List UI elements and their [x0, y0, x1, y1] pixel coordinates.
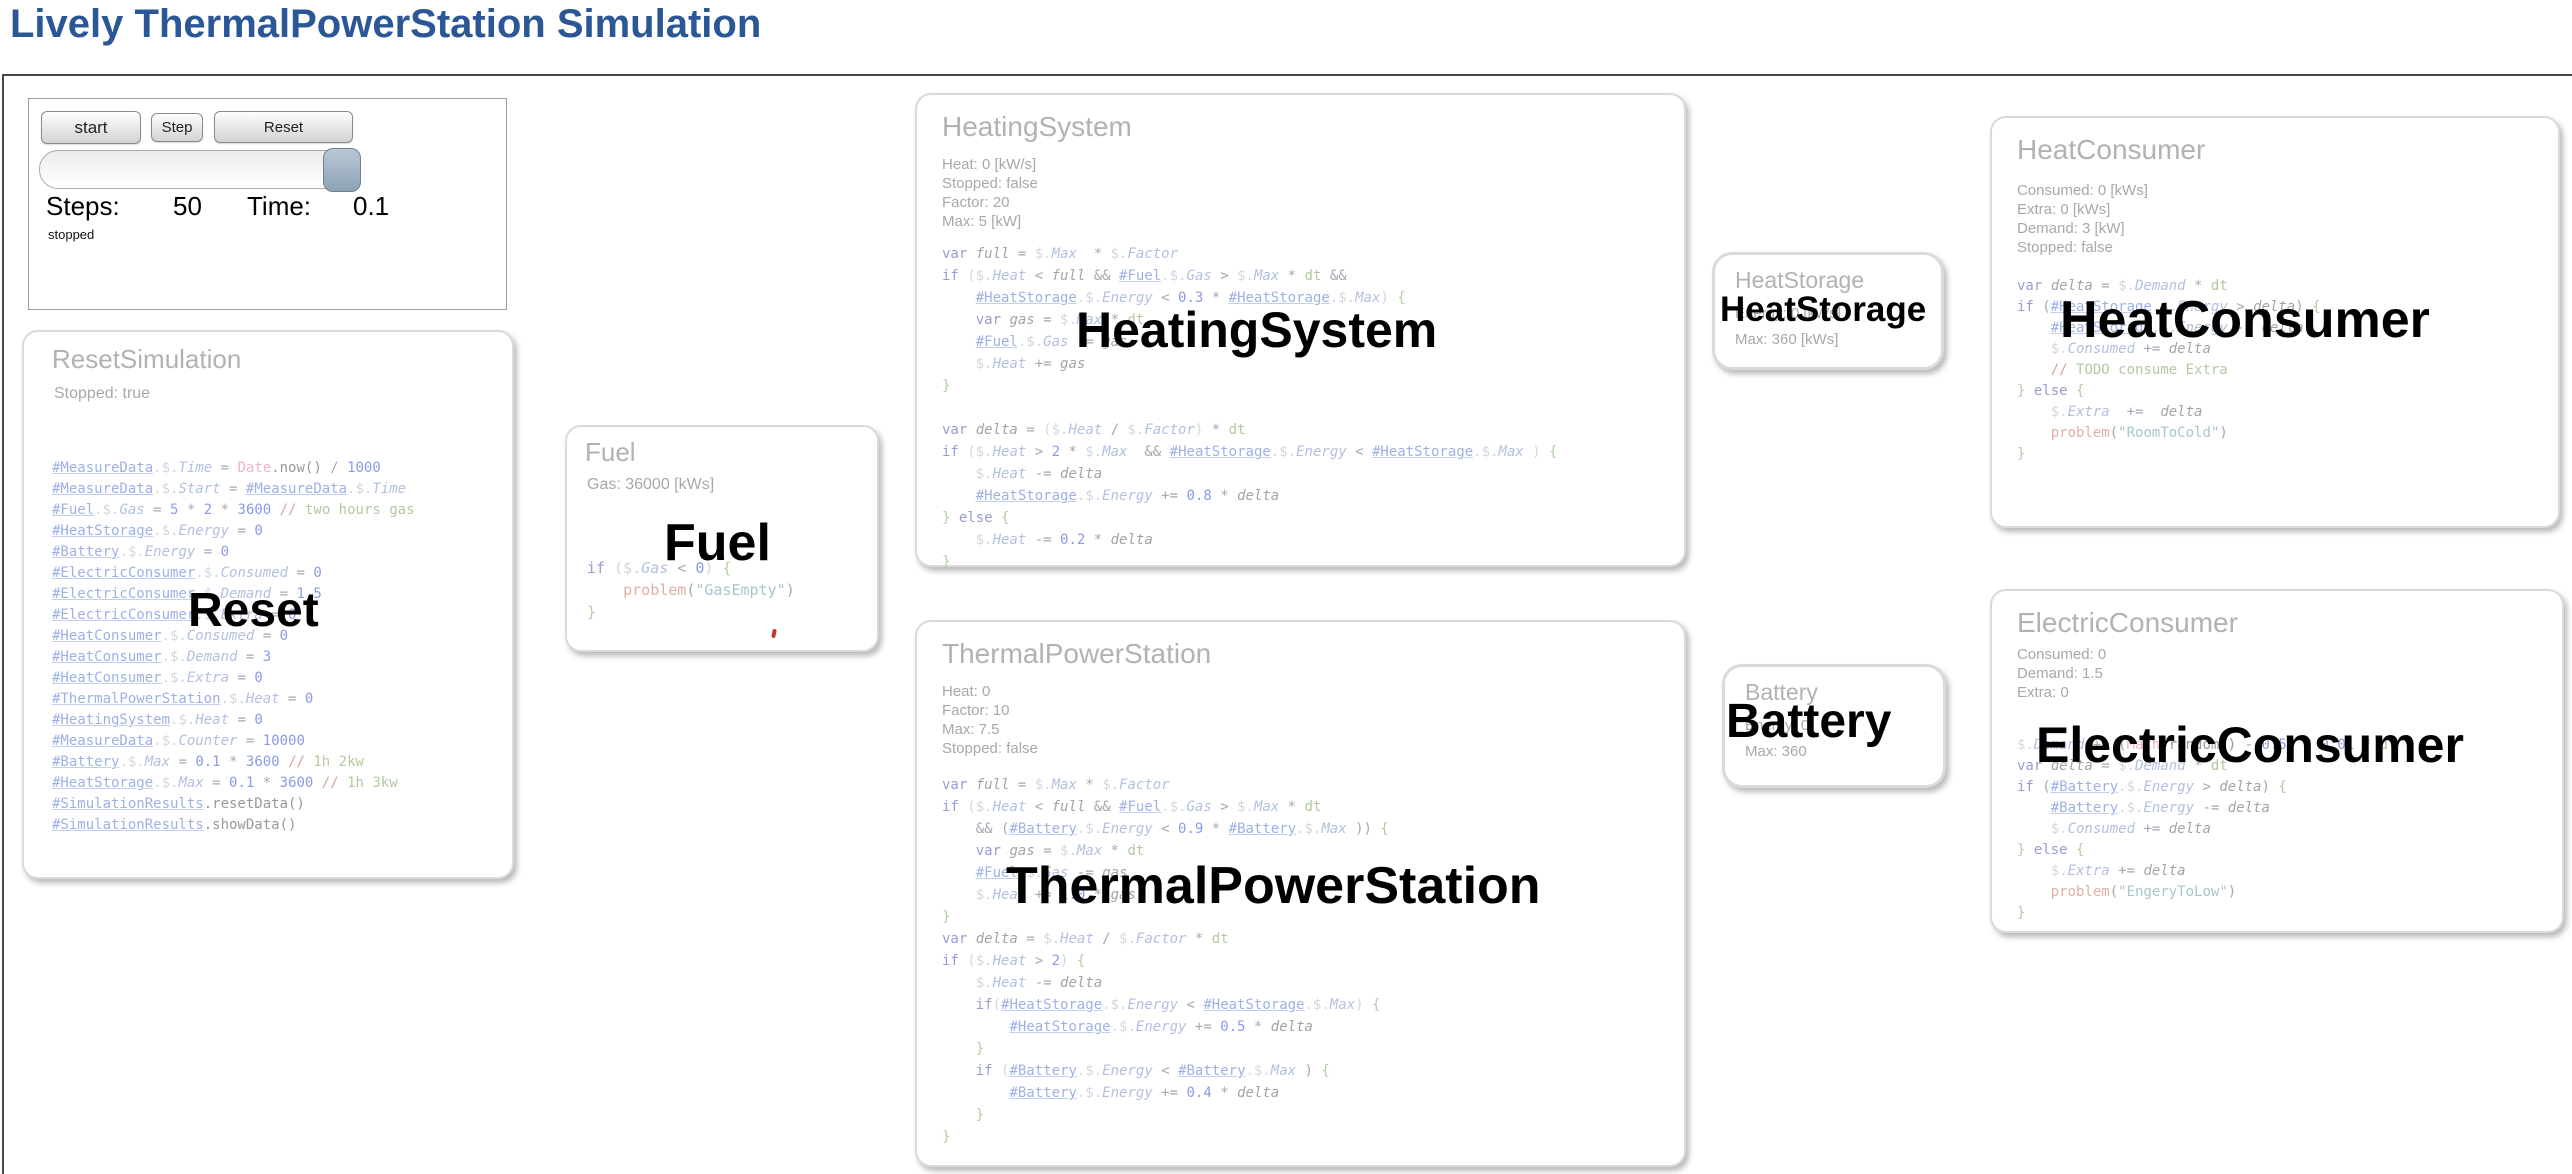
- max-value: Max: 5 [kW]: [942, 213, 1022, 230]
- panel-thermal-power-station: ThermalPowerStation Heat: 0 Factor: 10 M…: [915, 620, 1686, 1167]
- panel-heat-consumer: HeatConsumer Consumed: 0 [kWs] Extra: 0 …: [1990, 116, 2560, 528]
- overlay-label-electric-consumer: ElectricConsumer: [2036, 717, 2464, 773]
- max-value: Max: 360 [kWs]: [1735, 331, 1839, 348]
- code-editor-electric-consumer[interactable]: $.Demand += (Math.random() - 0.5) * 0.01…: [2017, 737, 2397, 921]
- extra-value: Extra: 0 [kWs]: [2017, 201, 2111, 218]
- heat-value: Heat: 0 [kW/s]: [942, 156, 1037, 173]
- stopped-value: Stopped: true: [54, 385, 151, 402]
- panel-title: ElectricConsumer: [2017, 607, 2238, 638]
- max-value: Max: 7.5: [942, 721, 1000, 738]
- page-title: Lively ThermalPowerStation Simulation: [10, 2, 762, 46]
- start-button[interactable]: start: [41, 111, 141, 144]
- time-value: 0.1: [353, 191, 390, 221]
- consumed-value: Consumed: 0 [kWs]: [2017, 182, 2148, 199]
- step-button[interactable]: Step: [151, 113, 203, 142]
- time-label: Time:: [247, 191, 312, 221]
- factor-value: Factor: 10: [942, 702, 1010, 719]
- stopped-value: Stopped: false: [2017, 239, 2113, 256]
- panel-title: HeatingSystem: [942, 111, 1132, 142]
- steps-label: Steps:: [46, 191, 120, 221]
- code-editor-fuel[interactable]: if ($.Gas < 0) { problem("GasEmpty")}: [587, 559, 795, 621]
- stopped-value: Stopped: false: [942, 175, 1038, 192]
- max-value: Max: 360: [1745, 743, 1807, 760]
- panel-title: Fuel: [585, 437, 636, 467]
- extra-value: Extra: 0: [2017, 684, 2069, 701]
- panel-title: HeatConsumer: [2017, 134, 2206, 165]
- demand-value: Demand: 3 [kW]: [2017, 220, 2125, 237]
- gas-value: Gas: 36000 [kWs]: [587, 476, 715, 493]
- panel-heat-storage: HeatStorage Energy: 0 [kWs] Max: 360 [kW…: [1712, 252, 1944, 370]
- world-frame: [2, 74, 2572, 1174]
- text-cursor-mark: [771, 628, 777, 639]
- factor-value: Factor: 20: [942, 194, 1010, 211]
- panel-title: ResetSimulation: [52, 344, 242, 374]
- consumed-value: Consumed: 0: [2017, 646, 2107, 663]
- heat-value: Heat: 0: [942, 683, 991, 700]
- status-text: stopped: [48, 227, 95, 242]
- panel-reset-simulation: ResetSimulation Stopped: true #MeasureDa…: [22, 330, 514, 879]
- overlay-label-fuel: Fuel: [664, 514, 771, 572]
- panel-heating-system: HeatingSystem Heat: 0 [kW/s] Stopped: fa…: [915, 93, 1686, 570]
- panel-fuel: Fuel Gas: 36000 [kWs] if ($.Gas < 0) { p…: [565, 425, 879, 652]
- panel-electric-consumer: ElectricConsumer Consumed: 0 Demand: 1.5…: [1990, 589, 2564, 933]
- stopped-value: Stopped: false: [942, 740, 1038, 757]
- energy-value: Energy: 0 [kWs]: [1735, 305, 1841, 322]
- reset-button[interactable]: Reset: [214, 111, 353, 143]
- panel-battery: Battery Energy: 0 Max: 360: [1722, 664, 1946, 788]
- code-editor-reset-simulation[interactable]: #MeasureData.$.Time = Date.now() / 1000#…: [52, 460, 415, 833]
- overlay-label-thermal-power-station: ThermalPowerStation: [1006, 857, 1541, 915]
- energy-value: Energy: 0: [1745, 717, 1810, 734]
- panel-title: Battery: [1745, 679, 1818, 705]
- panel-title: HeatStorage: [1735, 267, 1865, 293]
- overlay-label-battery: Battery: [1726, 695, 1892, 748]
- simulation-control-panel: start Step Reset Steps: 50 Time: 0.1 sto…: [28, 98, 507, 310]
- overlay-label-heat-storage: HeatStorage: [1720, 290, 1927, 329]
- speed-slider[interactable]: [39, 148, 361, 192]
- slider-thumb[interactable]: [323, 148, 361, 192]
- demand-value: Demand: 1.5: [2017, 665, 2103, 682]
- overlay-label-reset: Reset: [188, 584, 319, 637]
- overlay-label-heat-consumer: HeatConsumer: [2060, 291, 2430, 349]
- panel-title: ThermalPowerStation: [942, 638, 1212, 669]
- steps-value: 50: [173, 191, 202, 221]
- overlay-label-heating-system: HeatingSystem: [1076, 302, 1438, 358]
